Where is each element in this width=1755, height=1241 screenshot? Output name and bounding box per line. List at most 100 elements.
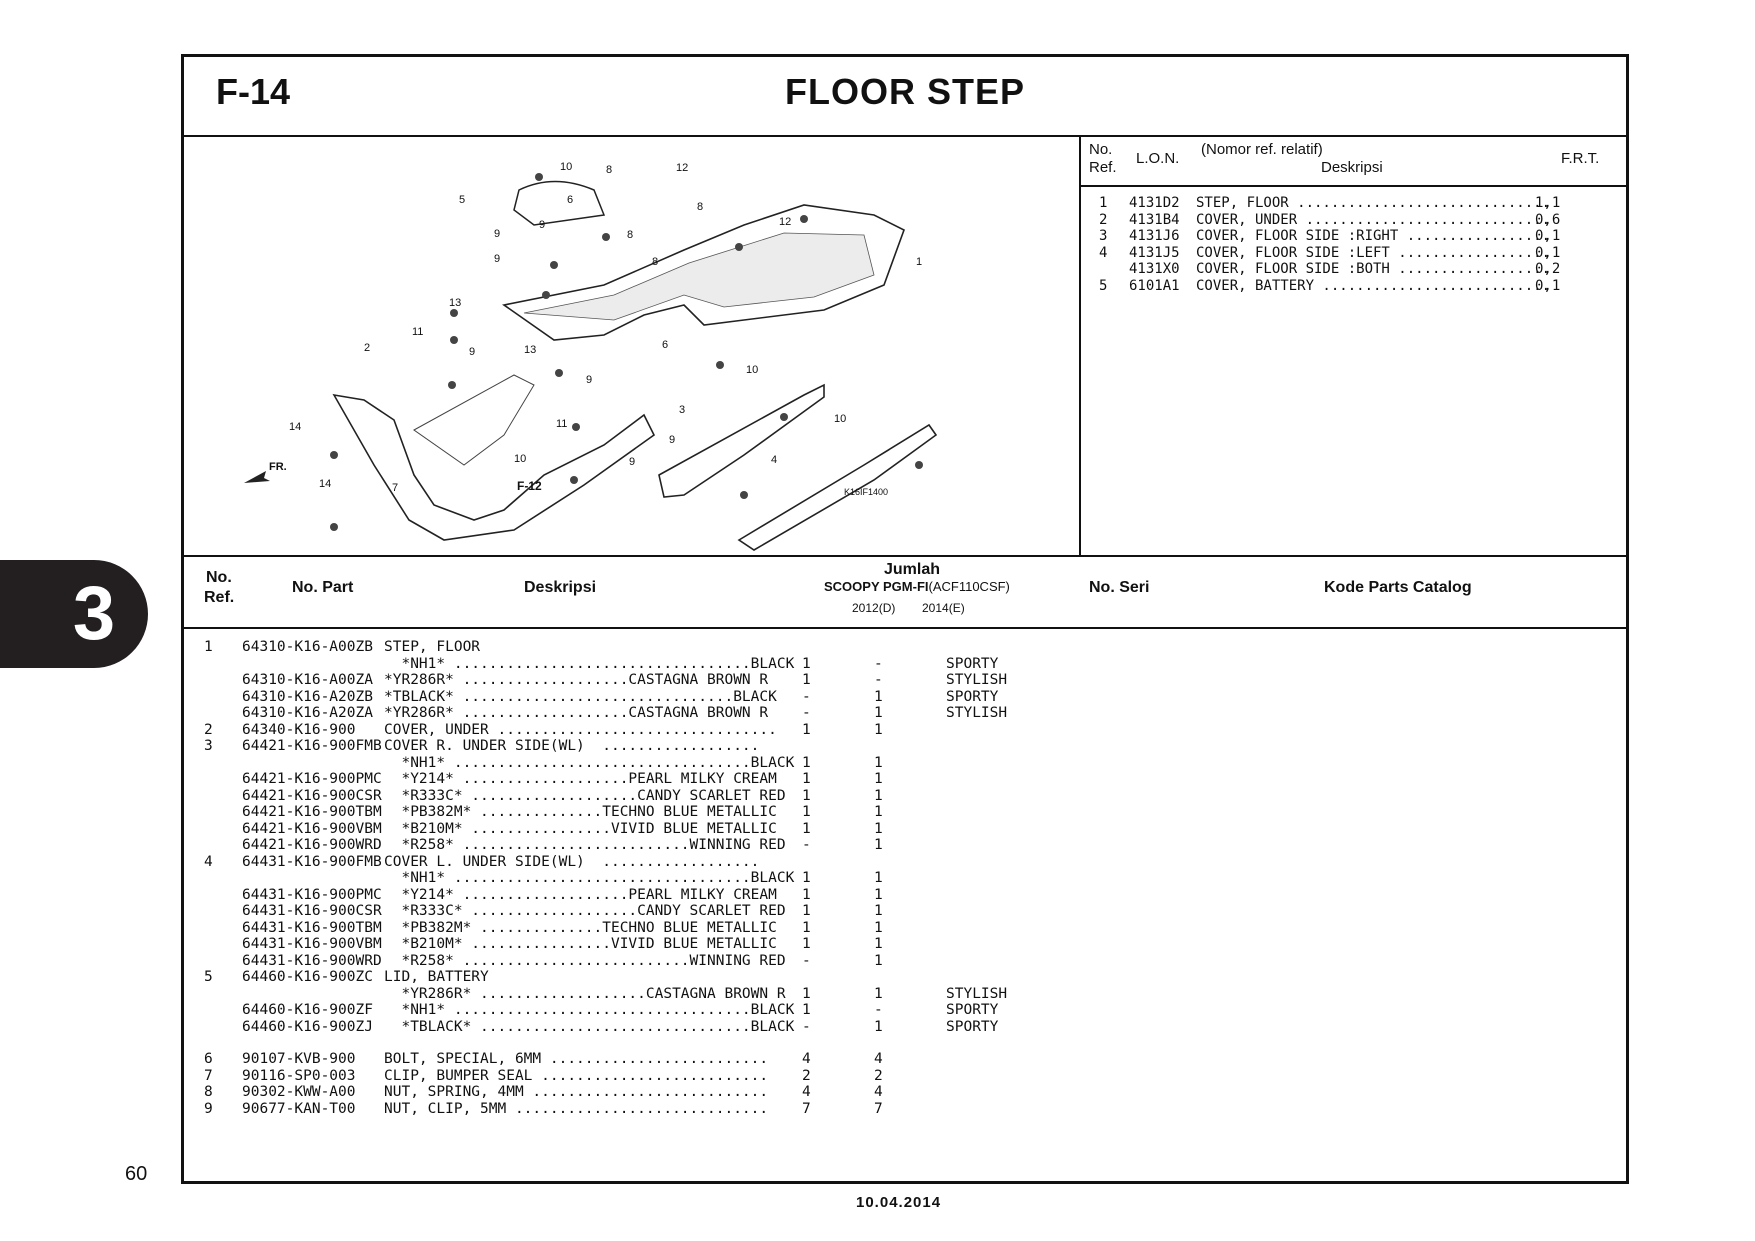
table-row: 64460-K16-900ZF *NH1* ..................… [184,1002,1626,1020]
table-row: 64421-K16-900CSR *R333C* ...............… [184,788,1626,806]
part-desc: *NH1* ..................................… [384,870,795,886]
lon-desc-top: (Nomor ref. relatif) [1201,141,1323,158]
part-number: 90116-SP0-003 [242,1067,356,1084]
parts-2012-header: 2012(D) [852,601,896,615]
qty-2014: 1 [874,705,883,721]
lon-code: 4131X0 [1129,261,1180,277]
part-ref: 3 [204,738,213,754]
qty-2014: 2 [874,1067,883,1084]
qty-2014: 1 [874,936,883,952]
lon-code: 4131D2 [1129,195,1180,211]
serial-type: SPORTY [946,688,999,705]
front-arrow-icon [244,471,270,483]
parts-jumlah-header: Jumlah [884,561,941,578]
svg-text:10: 10 [746,364,758,376]
part-number: 90302-KWW-A00 [242,1084,356,1100]
lon-code: 4131B4 [1129,211,1180,228]
part-desc: *NH1* ..................................… [384,754,795,771]
table-row: 64421-K16-900PMC *Y214* ................… [184,771,1626,789]
lon-ref: 4 [1099,244,1108,261]
part-ref: 1 [204,639,213,655]
page-number: 60 [125,1163,148,1185]
table-row: *YR286R* ...................CASTAGNA BRO… [184,986,1626,1004]
qty-2012: 1 [802,919,811,936]
svg-text:12: 12 [779,216,791,228]
table-row: 64310-K16-A20ZB*TBLACK* ................… [184,689,1626,707]
qty-2014: - [874,672,883,688]
qty-2012: 1 [802,886,811,903]
lon-desc-bottom: Deskripsi [1321,159,1383,176]
part-number: 64431-K16-900PMC [242,886,382,903]
part-number: 64460-K16-900ZC [242,969,373,985]
part-desc: *R258* ..........................WINNING… [384,837,786,853]
qty-2012: - [802,1018,811,1035]
svg-text:11: 11 [412,326,423,338]
lon-desc: COVER, BATTERY .........................… [1196,277,1551,294]
qty-2014: 1 [874,721,883,738]
part-desc: BOLT, SPECIAL, 6MM .....................… [384,1051,769,1067]
parts-desc-header: Deskripsi [524,579,597,596]
under-cover-part [332,393,656,541]
lon-ref: 3 [1099,228,1108,244]
lon-desc: COVER, UNDER ...........................… [1196,211,1551,228]
part-desc: NUT, SPRING, 4MM .......................… [384,1084,769,1100]
part-desc: *TBLACK* ...............................… [384,1018,795,1035]
catalog-page-frame: F-14 FLOOR STEP [181,54,1629,1184]
qty-2014: 1 [874,1018,883,1035]
serial-type: STYLISH [946,705,1008,721]
qty-2012: - [802,705,811,721]
parts-no-part-header: No. Part [292,579,354,596]
part-ref: 5 [204,969,213,985]
svg-text:12: 12 [676,162,688,174]
left-side-cover-part [737,423,938,551]
direction-label: FR. [269,461,287,473]
lon-no-ref-bottom: Ref. [1089,159,1117,176]
qty-2014: 1 [874,787,883,804]
qty-2014: 1 [874,870,883,886]
qty-2012: 7 [802,1100,811,1117]
svg-text:7: 7 [392,482,398,494]
qty-2012: - [802,952,811,969]
svg-text:11: 11 [556,418,567,430]
footer-date: 10.04.2014 [856,1194,942,1211]
labor-operation-table: No. Ref. L.O.N. (Nomor ref. relatif) Des… [1081,135,1626,557]
part-ref: 6 [204,1051,213,1067]
lon-frt-header: F.R.T. [1561,150,1600,167]
svg-text:2: 2 [364,342,370,354]
part-number: 64431-K16-900FMB [242,853,382,870]
lon-ref: 1 [1099,195,1108,211]
part-desc: COVER, UNDER ...........................… [384,721,777,738]
part-desc: *NH1* ..................................… [384,655,795,672]
svg-text:5: 5 [459,194,465,206]
svg-text:10: 10 [560,161,572,173]
qty-2014: 1 [874,754,883,771]
part-number: 64431-K16-900VBM [242,936,382,952]
part-number: 64421-K16-900CSR [242,787,382,804]
part-number: 64310-K16-A20ZB [242,688,373,705]
lon-frt: 0,2 [1535,261,1561,277]
qty-2012: 1 [802,985,811,1002]
qty-2012: 1 [802,936,811,952]
parts-table-header: No. Ref. No. Part Deskripsi Jumlah SCOOP… [184,557,1626,629]
battery-lid-part [513,180,606,226]
part-ref: 9 [204,1100,213,1117]
svg-text:3: 3 [679,404,685,416]
lon-frt: 1,1 [1535,195,1561,211]
part-number: 64421-K16-900WRD [242,837,382,853]
serial-type: STYLISH [946,672,1008,688]
svg-text:10: 10 [514,453,526,465]
qty-2012: 1 [802,870,811,886]
svg-text:9: 9 [539,219,545,231]
part-desc: COVER L. UNDER SIDE(WL) ................… [384,853,760,870]
part-number: 90107-KVB-900 [242,1051,356,1067]
parts-model-header: SCOOPY PGM-FI(ACF110CSF) [824,579,1010,594]
parts-2014-header: 2014(E) [922,601,965,615]
part-desc: *YR286R* ...................CASTAGNA BRO… [384,985,786,1002]
svg-text:8: 8 [606,164,612,176]
